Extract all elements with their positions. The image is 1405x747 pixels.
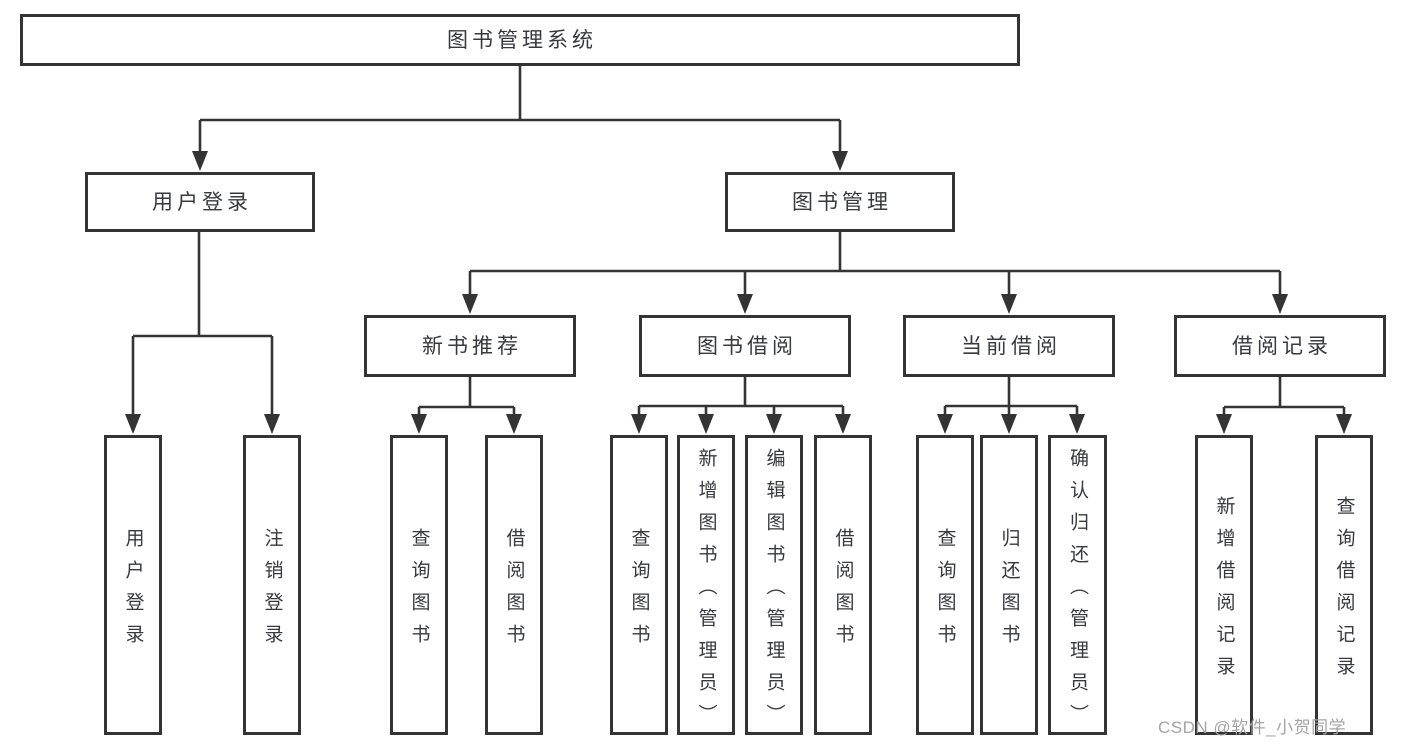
node-label: 图书管理系统 xyxy=(447,28,597,52)
leaf-label: 借阅图书 xyxy=(503,527,525,656)
node-new-book-recommend: 新书推荐 xyxy=(364,315,576,377)
leaf-label: 编辑图书（管理员） xyxy=(763,447,785,736)
leaf-label: 注销登录 xyxy=(261,527,283,656)
leaf-query-borrow-record: 查询借阅记录 xyxy=(1315,435,1373,735)
leaf-label: 归还图书 xyxy=(998,527,1020,656)
leaf-return-books: 归还图书 xyxy=(980,435,1038,735)
node-label: 当前借阅 xyxy=(961,334,1061,358)
leaf-borrow-books-recommend: 借阅图书 xyxy=(485,435,543,735)
leaf-label: 查询图书 xyxy=(934,527,956,656)
node-label: 借阅记录 xyxy=(1232,334,1332,358)
leaf-query-books-recommend: 查询图书 xyxy=(390,435,448,735)
leaf-query-books-borrowing: 查询图书 xyxy=(610,435,668,735)
leaf-label: 查询图书 xyxy=(408,527,430,656)
leaf-label: 查询图书 xyxy=(628,527,650,656)
node-label: 新书推荐 xyxy=(422,334,522,358)
leaf-query-books-current: 查询图书 xyxy=(916,435,974,735)
leaf-edit-books-admin: 编辑图书（管理员） xyxy=(745,435,803,736)
csdn-watermark: CSDN @软件_小贺同学 xyxy=(1158,718,1347,737)
node-borrowing-records: 借阅记录 xyxy=(1174,315,1386,377)
node-label: 图书借阅 xyxy=(697,334,797,358)
leaf-add-borrow-record: 新增借阅记录 xyxy=(1195,435,1253,735)
leaf-user-login: 用户登录 xyxy=(104,435,162,735)
leaf-label: 查询借阅记录 xyxy=(1333,495,1355,688)
leaf-add-books-admin: 新增图书（管理员） xyxy=(677,435,735,736)
node-book-borrowing: 图书借阅 xyxy=(639,315,851,377)
leaf-borrow-books: 借阅图书 xyxy=(814,435,872,735)
leaf-logout: 注销登录 xyxy=(243,435,301,735)
leaf-label: 新增图书（管理员） xyxy=(695,447,717,736)
node-current-borrowing: 当前借阅 xyxy=(903,315,1115,377)
leaf-label: 新增借阅记录 xyxy=(1213,495,1235,688)
leaf-label: 借阅图书 xyxy=(832,527,854,656)
node-library-management-system: 图书管理系统 xyxy=(20,14,1020,66)
node-user-login: 用户登录 xyxy=(85,172,315,232)
node-book-management: 图书管理 xyxy=(725,172,955,232)
leaf-label: 用户登录 xyxy=(122,527,144,656)
leaf-label: 确认归还（管理员） xyxy=(1067,447,1088,736)
leaf-confirm-return-admin: 确认归还（管理员） xyxy=(1048,435,1107,736)
node-label: 图书管理 xyxy=(792,190,892,214)
node-label: 用户登录 xyxy=(152,190,252,214)
